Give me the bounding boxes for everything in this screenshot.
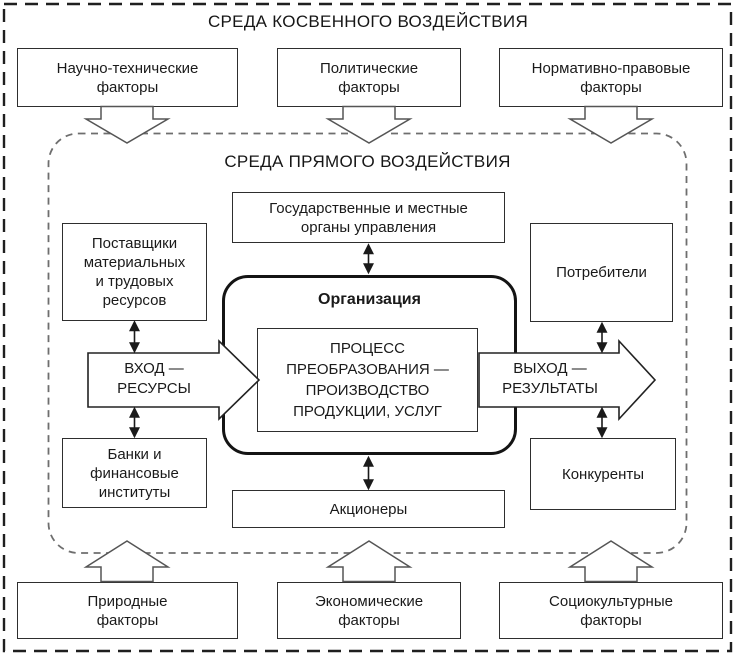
box-suppliers: Поставщики материальных и трудовых ресур… bbox=[62, 223, 207, 321]
link-organization-shareholders bbox=[363, 455, 374, 491]
direct-environment-title: СРЕДА ПРЯМОГО ВОЗДЕЙСТВИЯ bbox=[224, 152, 511, 171]
input-flow-label: ВХОД — РЕСУРСЫ bbox=[117, 360, 191, 397]
box-consumers: Потребители bbox=[530, 223, 673, 322]
link-input-banks bbox=[129, 406, 140, 439]
up-arrow-natural bbox=[83, 540, 171, 583]
box-shareholders: Акционеры bbox=[232, 490, 505, 528]
down-arrow-legal bbox=[567, 105, 655, 144]
up-arrow-sociocultural bbox=[567, 540, 655, 583]
link-suppliers-input bbox=[129, 320, 140, 354]
down-arrow-scientific bbox=[83, 105, 171, 144]
up-arrow-economic bbox=[325, 540, 413, 583]
down-arrow-political bbox=[325, 105, 413, 144]
factor-box-scientific-technical: Научно-технические факторы bbox=[17, 48, 238, 107]
link-government-organization bbox=[363, 243, 374, 275]
link-consumers-output bbox=[596, 321, 608, 354]
box-banks-financial: Банки и финансовые институты bbox=[62, 438, 207, 508]
factor-box-sociocultural: Социокультурные факторы bbox=[499, 582, 723, 639]
transformation-process-box: ПРОЦЕСС ПРЕОБРАЗОВАНИЯ — ПРОИЗВОДСТВО ПР… bbox=[257, 328, 478, 432]
factor-box-natural: Природные факторы bbox=[17, 582, 238, 639]
link-output-competitors bbox=[596, 406, 608, 439]
factor-box-political: Политические факторы bbox=[277, 48, 461, 107]
organization-title: Организация bbox=[318, 291, 421, 308]
box-competitors: Конкуренты bbox=[530, 438, 676, 510]
indirect-environment-title: СРЕДА КОСВЕННОГО ВОЗДЕЙСТВИЯ bbox=[207, 12, 529, 31]
box-government-bodies: Государственные и местные органы управле… bbox=[232, 192, 505, 243]
factor-box-economic: Экономические факторы bbox=[277, 582, 461, 639]
factor-box-legal-regulatory: Нормативно-правовые факторы bbox=[499, 48, 723, 107]
